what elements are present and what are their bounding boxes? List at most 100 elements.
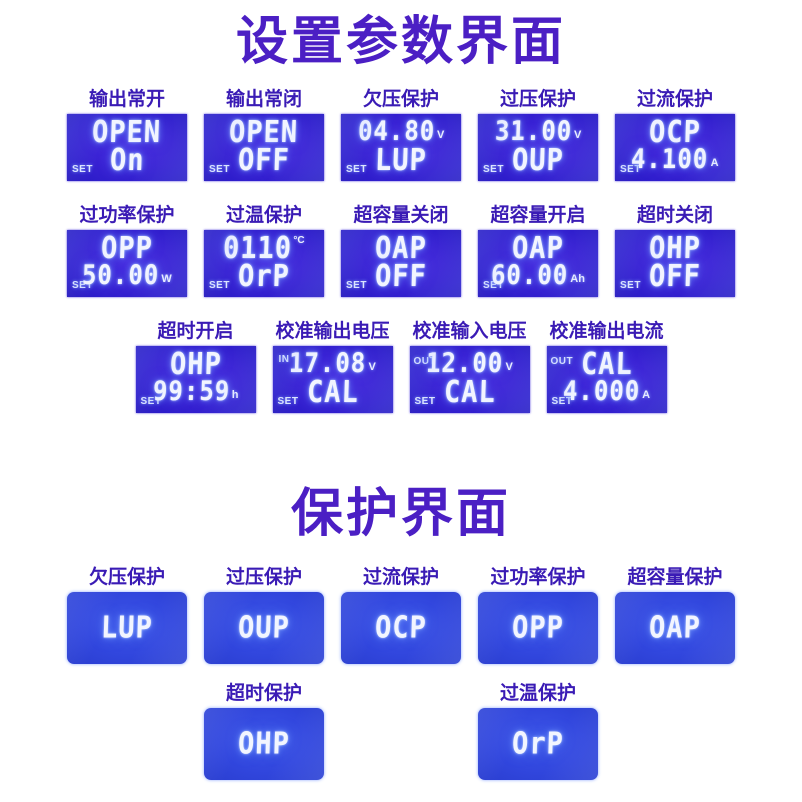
segment-text: CAL [443,375,496,410]
lcd-display[interactable]: LUP [67,591,187,664]
lcd-tag-in: IN [278,353,290,365]
lcd-line-main: OAP [615,611,735,646]
lcd-display[interactable]: OrP [478,707,598,780]
lcd-line-top: 0110°C [204,231,324,266]
lcd-display[interactable]: OCP [341,591,461,664]
segment-text: 17.08 [288,347,367,379]
segment-unit: A [642,388,651,401]
meter-label: 超时关闭 [636,204,713,226]
segment-text: 4.000 [562,375,641,407]
lcd-line-main: OCP [341,610,461,646]
meter-label: 过温保护 [499,682,576,704]
lcd-tag-set: SET [140,395,162,407]
lcd-tag-set: SET [72,163,93,175]
page-title-settings: 设置参数界面 [235,12,566,72]
meter-label: 输出常开 [88,88,165,110]
segment-text: OUP [237,610,291,646]
segment-text: OUP [511,143,565,178]
segment-text: 4.100 [630,143,710,175]
meter-label: 过流保护 [636,88,713,110]
meter-label: 超容量开启 [490,204,586,226]
page-title-protection: 保护界面 [290,484,511,544]
segment-unit: Ah [570,272,585,285]
segment-text: 50.00 [81,259,160,291]
lcd-tag-set: SET [414,395,436,407]
meter-label: 校准输出电流 [549,320,664,342]
segment-text: LUP [374,143,428,178]
meter-label: 过压保护 [499,88,576,110]
lcd-line-bottom: OFF [341,259,461,294]
meter-cell: 超容量保护 OAP [615,566,735,664]
lcd-line-main: LUP [67,610,187,646]
lcd-line-main: OHP [204,727,324,762]
meter-label: 过功率保护 [79,204,175,226]
lcd-line-bottom: LUP [341,143,461,178]
lcd-tag-set: SET [620,279,641,291]
lcd-line-bottom: OFF [615,259,735,294]
meter-label: 超时开启 [157,320,234,342]
meter-label: 输出常闭 [225,88,302,110]
lcd-tag-set: SET [483,279,504,291]
lcd-tag-set: SET [209,279,230,291]
lcd-display[interactable]: OHP [204,707,324,780]
lcd-line-bottom: CAL [273,375,393,410]
meter-label: 欠压保护 [362,88,439,110]
segment-unit: V [436,128,445,141]
segment-unit: V [573,128,582,141]
lcd-tag-set: SET [346,163,367,175]
meter-label: 超容量关闭 [353,204,449,226]
lcd-line-bottom: OUP [478,143,598,178]
meter-label: 超容量保护 [627,566,723,588]
lcd-line-main: OrP [478,727,598,762]
lcd-display[interactable]: OAP [615,591,735,664]
segment-text: 12.00 [425,347,504,379]
segment-unit: °C [293,234,305,246]
lcd-display[interactable]: OUP [204,591,324,664]
meter-label: 过流保护 [362,566,439,588]
lcd-tag-out: OUT [413,355,437,367]
lcd-tag-set: SET [483,163,504,175]
segment-unit: A [710,156,719,169]
segment-text: On [109,143,145,178]
segment-text: OCP [374,610,428,646]
lcd-display[interactable]: OPP [478,591,598,664]
segment-text: OPP [511,610,565,646]
segment-text: LUP [100,610,154,646]
lcd-line-main: OPP [478,610,598,646]
lcd-line-bottom: CAL [410,375,530,410]
